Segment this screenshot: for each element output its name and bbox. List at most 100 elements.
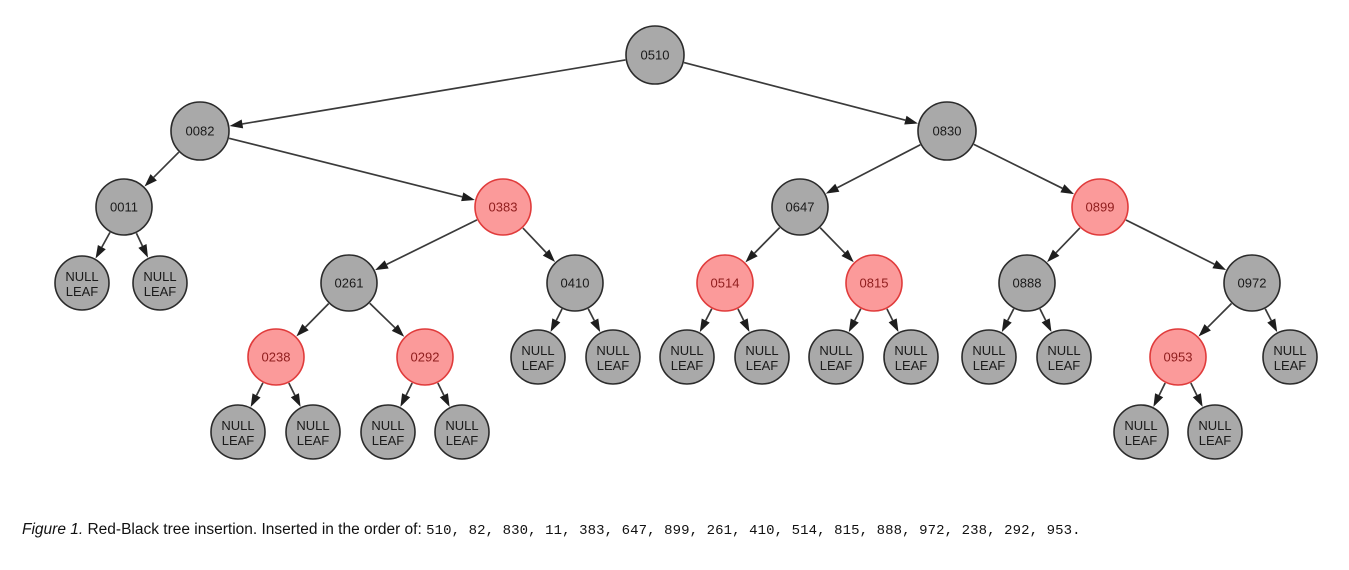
- tree-edge: [848, 308, 862, 333]
- edge-arrowhead: [290, 393, 301, 407]
- node-circle: [883, 329, 939, 385]
- node-value-label: 0647: [786, 199, 815, 214]
- tree-edge: [229, 59, 626, 129]
- edge-arrowhead: [229, 119, 244, 129]
- tree-node-0238[interactable]: 0238: [247, 328, 305, 386]
- tree-edge: [296, 303, 330, 337]
- tree-edge: [1039, 308, 1052, 332]
- tree-edge: [1190, 382, 1203, 407]
- edge-arrowhead: [391, 324, 405, 337]
- edge-arrowhead: [1001, 318, 1012, 333]
- tree-node-0899[interactable]: 0899: [1071, 178, 1129, 236]
- null-leaf-label-line2: LEAF: [973, 358, 1006, 373]
- edge-arrowhead: [1198, 324, 1211, 337]
- node-value-label: 0510: [641, 47, 670, 62]
- node-value-label: 0953: [1164, 349, 1193, 364]
- tree-edge: [1001, 308, 1015, 333]
- node-circle: [1187, 404, 1243, 460]
- node-value-label: 0410: [561, 275, 590, 290]
- null-leaf-label-line2: LEAF: [446, 433, 479, 448]
- edge-arrowhead: [745, 249, 758, 263]
- null-leaf-label-line1: NULL: [596, 343, 629, 358]
- edge-arrowhead: [590, 318, 601, 333]
- edge-arrowhead: [699, 318, 710, 333]
- null-leaf-label-line1: NULL: [894, 343, 927, 358]
- node-value-label: 0972: [1238, 275, 1267, 290]
- node-circle: [734, 329, 790, 385]
- tree-node-0953[interactable]: 0953: [1149, 328, 1207, 386]
- node-circle: [917, 101, 977, 161]
- tree-node-0510[interactable]: 0510: [625, 25, 685, 85]
- node-circle: [808, 329, 864, 385]
- null-leaf-label-line2: LEAF: [895, 358, 928, 373]
- node-value-label: 0830: [933, 123, 962, 138]
- tree-node-0011[interactable]: 0011: [95, 178, 153, 236]
- tree-edge: [250, 382, 264, 408]
- node-value-label: 0011: [110, 199, 138, 214]
- node-circle: [625, 25, 685, 85]
- red-black-tree-diagram: 0510 0082 0830 0011 0383 0647 0899 0261 0410 0514…: [54, 25, 1318, 460]
- figure-description: Red-Black tree insertion. Inserted in th…: [87, 521, 422, 538]
- tree-edge: [587, 308, 601, 333]
- null-leaf-label-line2: LEAF: [1199, 433, 1232, 448]
- edge-arrowhead: [542, 249, 556, 262]
- tree-node-0830[interactable]: 0830: [917, 101, 977, 161]
- tree-node-0972[interactable]: 0972: [1223, 254, 1281, 312]
- tree-node-0082[interactable]: 0082: [170, 101, 230, 161]
- null-leaf-label-line1: NULL: [65, 269, 98, 284]
- tree-node-0261[interactable]: 0261: [320, 254, 378, 312]
- node-value-label: 0292: [411, 349, 440, 364]
- edge-arrowhead: [904, 115, 918, 125]
- edge-arrowhead: [296, 323, 309, 337]
- tree-node-0383[interactable]: 0383: [474, 178, 532, 236]
- node-circle: [998, 254, 1056, 312]
- node-circle: [54, 255, 110, 311]
- node-value-label: 0899: [1086, 199, 1115, 214]
- null-leaf-label-line1: NULL: [1198, 418, 1231, 433]
- node-value-label: 0261: [335, 275, 364, 290]
- edge-arrowhead: [461, 192, 475, 202]
- node-circle: [1149, 328, 1207, 386]
- tree-edge: [683, 61, 918, 125]
- edge-arrowhead: [375, 260, 389, 271]
- tree-node-0292[interactable]: 0292: [396, 328, 454, 386]
- node-circle: [510, 329, 566, 385]
- null-leaf-label-line1: NULL: [143, 269, 176, 284]
- tree-node-0888[interactable]: 0888: [998, 254, 1056, 312]
- node-circle: [360, 404, 416, 460]
- null-leaf-label-line2: LEAF: [66, 284, 99, 299]
- tree-edge: [745, 227, 781, 263]
- node-circle: [474, 178, 532, 236]
- null-leaf-label-line2: LEAF: [746, 358, 779, 373]
- tree-node-0410[interactable]: 0410: [546, 254, 604, 312]
- edge-arrowhead: [1060, 184, 1075, 195]
- tree-edge: [550, 308, 563, 332]
- tree-node-0514[interactable]: 0514: [696, 254, 754, 312]
- tree-node-0647[interactable]: 0647: [771, 178, 829, 236]
- null-leaf-label-line2: LEAF: [522, 358, 555, 373]
- tree-node-0815[interactable]: 0815: [845, 254, 903, 312]
- tree-edge: [522, 227, 556, 262]
- edge-arrowhead: [848, 318, 859, 333]
- null-leaf-label-line1: NULL: [1273, 343, 1306, 358]
- edge-arrowhead: [825, 183, 840, 194]
- null-leaf-label-line2: LEAF: [222, 433, 255, 448]
- tree-edge: [819, 227, 854, 263]
